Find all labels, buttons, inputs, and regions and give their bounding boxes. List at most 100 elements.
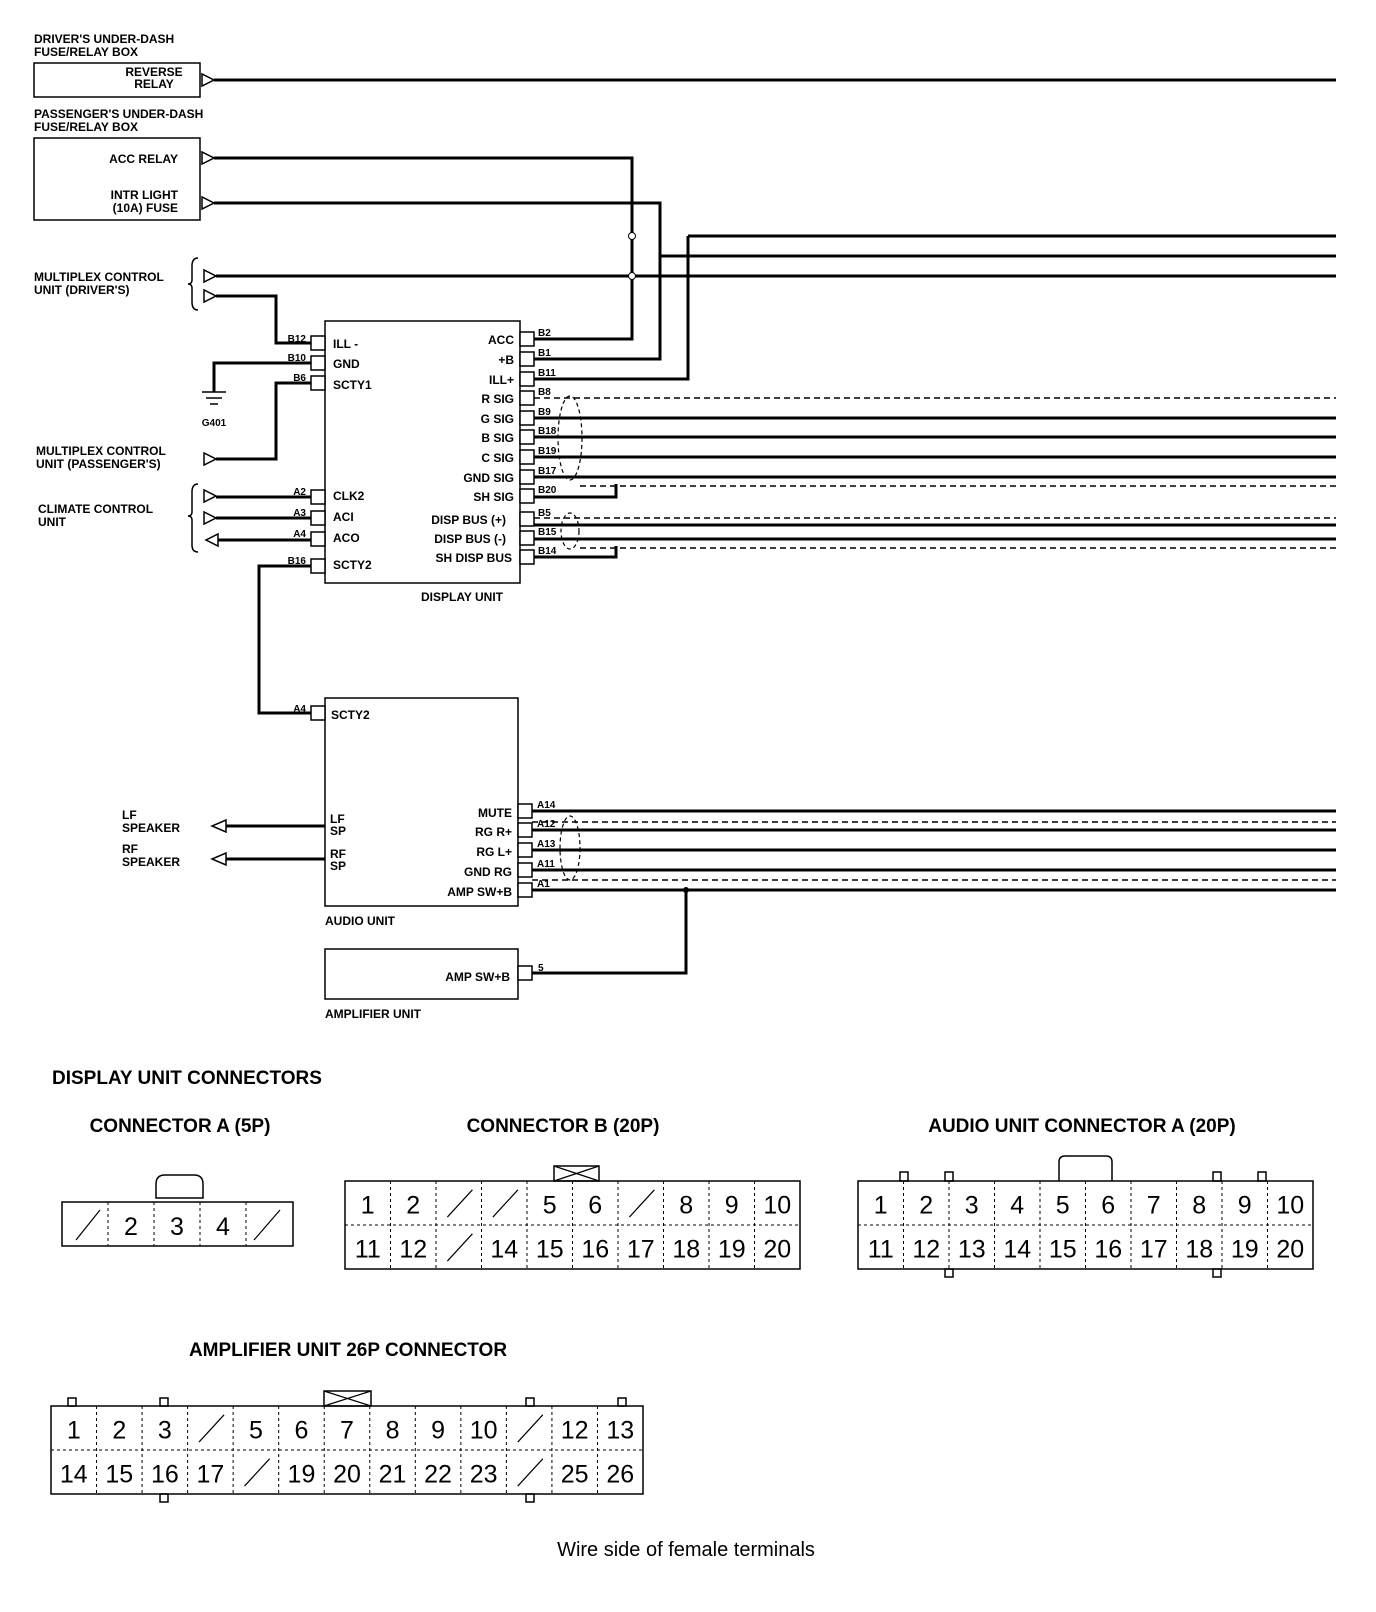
conn-b-pin-10: 10 [763,1192,791,1220]
terminal-icon [201,150,216,166]
terminal-icon [203,510,218,526]
au-pin-a13: A13 [537,839,556,850]
speaker-terminal-icon [210,818,227,834]
amp-pin-19: 19 [288,1461,316,1489]
amp-pin-7: 7 [340,1417,354,1445]
unused-cavity-mark [446,1189,473,1218]
amp-pin-14: 14 [60,1461,88,1489]
audio-a-pin-17: 17 [1140,1236,1168,1264]
du-pin-label-sh-sig: SH SIG [473,490,514,504]
du-pin-b6: B6 [293,373,306,384]
du-pin-a4: A4 [293,529,306,540]
au-pin-a4: A4 [293,704,306,715]
du-pin-label-r-sig: R SIG [481,392,514,406]
audio-unit-name: AUDIO UNIT [325,914,396,928]
terminal-icon [203,288,218,304]
audio-a-pin-2: 2 [919,1192,933,1220]
audio-a-pin-19: 19 [1231,1236,1259,1264]
amplifier-connector-title: AMPLIFIER UNIT 26P CONNECTOR [189,1340,507,1361]
du-pin-label-aco: ACO [333,531,360,545]
speaker-terminal-icon [210,851,227,867]
au-pin-label-rg-l-plus: RG L+ [476,845,512,859]
unused-cavity-mark [446,1233,473,1262]
display-unit: ILL - GND SCTY1 CLK2 ACI ACO SCTY2 B12 B… [288,320,557,604]
conn-b-pin-20: 20 [763,1236,791,1264]
du-pin-label-gnd-sig: GND SIG [463,471,514,485]
du-pin-label-scty1: SCTY1 [333,378,372,392]
conn-a-pin-2: 2 [124,1213,138,1241]
du-pin-label-sh-disp-bus: SH DISP BUS [436,551,512,565]
du-pin-label-ill-plus: ILL+ [489,373,514,387]
du-pin-b12: B12 [288,334,307,345]
du-pin-label-b-sig: B SIG [481,431,514,445]
du-pin-b17: B17 [538,466,557,477]
terminal-icon [203,488,218,504]
audio-a-pin-4: 4 [1010,1192,1024,1220]
amp-pin-5: 5 [538,963,544,974]
conn-b-pin-5: 5 [543,1192,557,1220]
du-pin-b20: B20 [538,485,557,496]
ground-label: G401 [202,418,227,429]
du-pin-b16: B16 [288,556,307,567]
audio-a-pin-1: 1 [874,1192,888,1220]
conn-a-pin-3: 3 [170,1213,184,1241]
latch-icon [155,1174,204,1199]
connector-caption: Wire side of female terminals [557,1539,815,1561]
amp-pin-17: 17 [196,1461,224,1489]
amp-pin-20: 20 [333,1461,361,1489]
du-pin-a3: A3 [293,508,306,519]
conn-b-pin-19: 19 [718,1236,746,1264]
unused-cavity-mark [198,1414,225,1443]
audio-a-pin-14: 14 [1003,1236,1031,1264]
conn-b-pin-1: 1 [361,1192,375,1220]
au-pin-label-rg-r-plus: RG R+ [475,825,512,839]
au-pin-label-mute: MUTE [478,806,512,820]
audio-a-pin-8: 8 [1192,1192,1206,1220]
connector-a-title: CONNECTOR A (5P) [90,1116,271,1137]
amp-pin-8: 8 [386,1417,400,1445]
amp-pin-1: 1 [67,1417,81,1445]
conn-b-pin-17: 17 [627,1236,655,1264]
terminal-icon [201,195,216,211]
conn-b-pin-18: 18 [672,1236,700,1264]
audio-a-pin-6: 6 [1101,1192,1115,1220]
du-pin-label-clk2: CLK2 [333,489,365,503]
au-pin-label-scty2: SCTY2 [331,708,370,722]
du-pin-label-scty2: SCTY2 [333,558,372,572]
amp-pin-15: 15 [105,1461,133,1489]
du-pin-b14: B14 [538,546,557,557]
du-pin-b15: B15 [538,527,557,538]
amp-pin-10: 10 [470,1417,498,1445]
du-pin-b1: B1 [538,348,551,359]
amp-pin-label: AMP SW+B [445,970,510,984]
connector-b-title: CONNECTOR B (20P) [467,1116,660,1137]
du-pin-label-plus-b: +B [498,353,514,367]
conn-a-pin-4: 4 [216,1213,230,1241]
amplifier-unit: AMP SW+B 5 AMPLIFIER UNIT [324,948,544,1021]
unused-cavity-mark [517,1458,544,1487]
du-pin-b8: B8 [538,387,551,398]
audio-a-pin-13: 13 [958,1236,986,1264]
amp-pin-3: 3 [158,1417,172,1445]
audio-a-pin-10: 10 [1276,1192,1304,1220]
du-pin-b19: B19 [538,446,557,457]
au-pin-a1: A1 [537,879,550,890]
audio-a-pin-15: 15 [1049,1236,1077,1264]
conn-b-pin-16: 16 [581,1236,609,1264]
amp-pin-21: 21 [379,1461,407,1489]
